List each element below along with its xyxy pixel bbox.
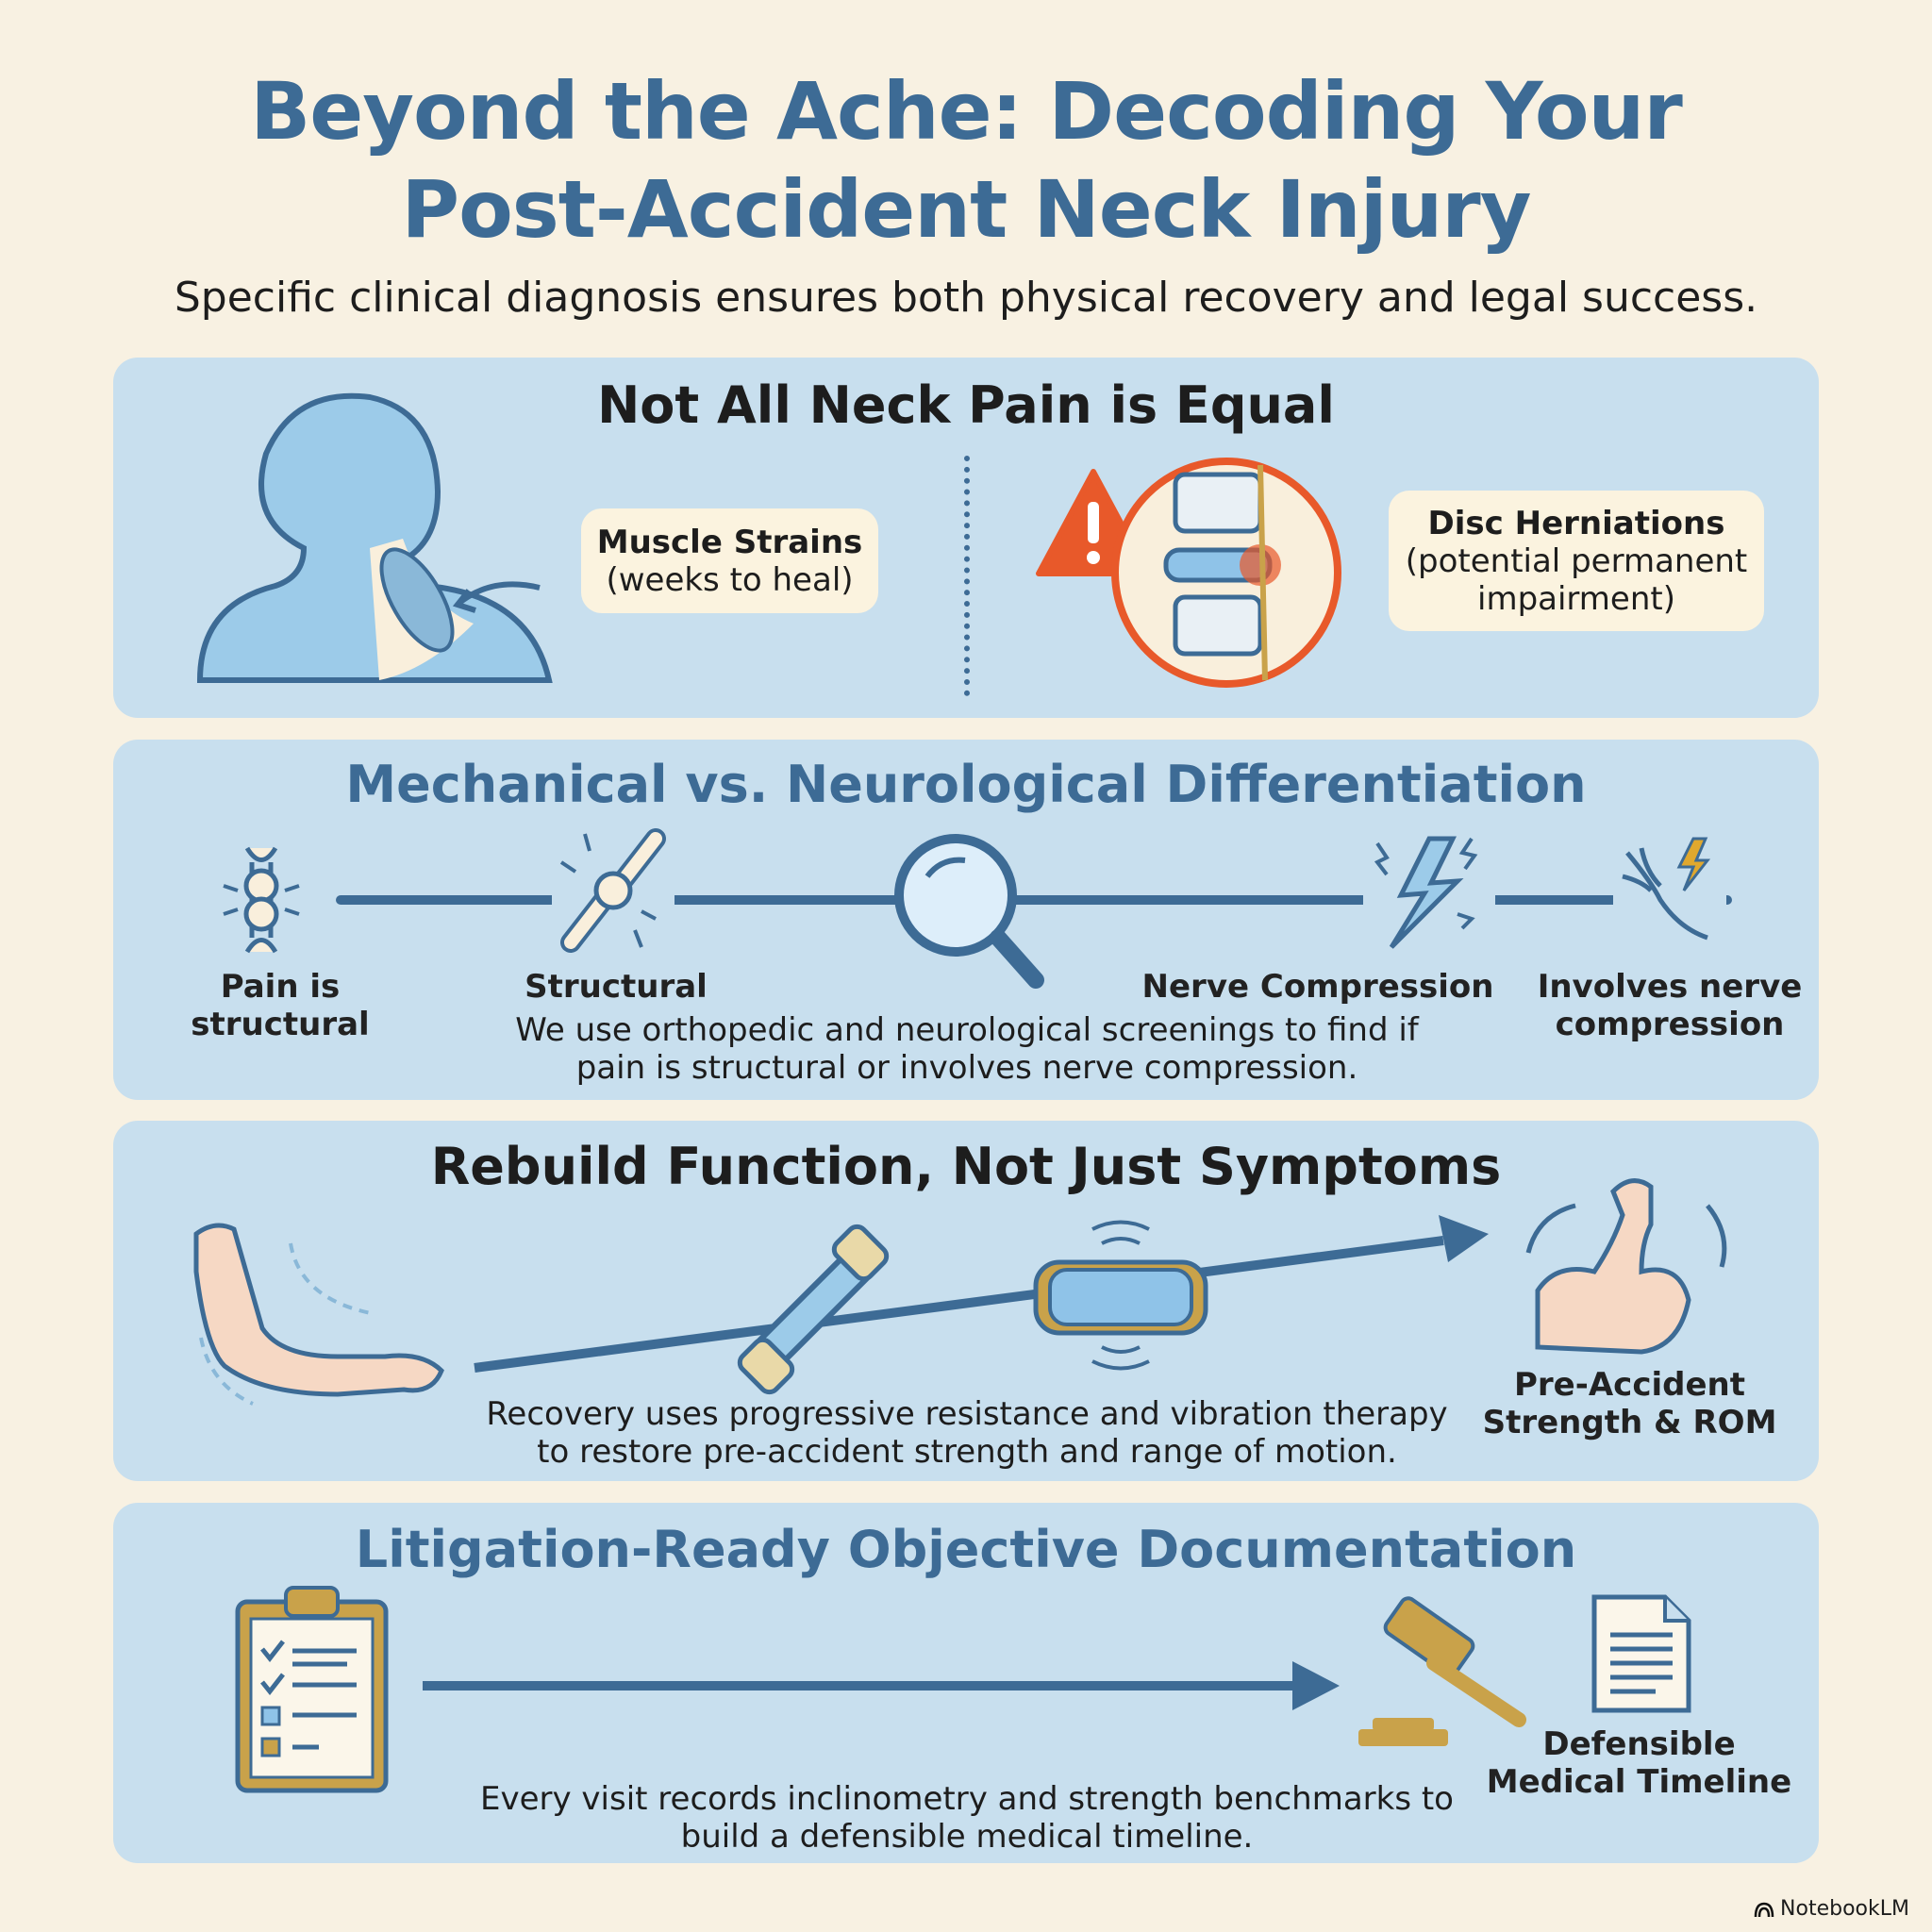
- panel-heading: Mechanical vs. Neurological Differentiat…: [345, 755, 1587, 814]
- progress-arrow: [474, 1215, 1489, 1373]
- bubble-title: Disc Herniations: [1427, 504, 1725, 542]
- magnifying-glass-icon: [894, 834, 1044, 989]
- step-label: Involves nerve compression: [1537, 968, 1803, 1043]
- bubble-detail: (potential permanent impairment): [1405, 541, 1748, 618]
- panel-heading: Not All Neck Pain is Equal: [597, 375, 1335, 435]
- panel-documentation: Litigation-Ready Objective Documentation…: [113, 1503, 1819, 1863]
- panel-rebuild-function: Rebuild Function, Not Just Symptoms Pre-…: [113, 1121, 1819, 1481]
- clipboard-checklist-icon: [235, 1586, 389, 1793]
- notebooklm-logo-icon: [1754, 1902, 1774, 1917]
- vibration-plate-icon: [1033, 1220, 1208, 1371]
- title-line-1: Beyond the Ache: Decoding Your: [250, 65, 1683, 158]
- section-description: Every visit records inclinometry and str…: [480, 1780, 1454, 1856]
- timeline-line: [336, 895, 1732, 905]
- bubble-detail: (weeks to heal): [606, 560, 854, 599]
- arm-icon: [193, 1223, 444, 1406]
- step-label: Nerve Compression: [1141, 968, 1494, 1006]
- nerve-icon: [1613, 834, 1726, 947]
- divider: [964, 456, 970, 696]
- watermark: NotebookLM: [1754, 1897, 1909, 1921]
- joint-pain-icon: [552, 824, 675, 957]
- watermark-text: NotebookLM: [1780, 1897, 1909, 1921]
- step-label: Structural: [525, 968, 708, 1006]
- step-label: Pain is structural: [191, 968, 370, 1043]
- panel-neck-pain: Not All Neck Pain is Equal Muscle Strain…: [113, 358, 1819, 718]
- joint-icon: [219, 843, 304, 957]
- flexed-bicep-icon: [1525, 1178, 1727, 1355]
- muscle-strains-bubble: Muscle Strains (weeks to heal): [581, 508, 878, 613]
- lightning-icon: [1363, 829, 1495, 952]
- spine-disc-icon: [1111, 458, 1341, 688]
- disc-herniations-bubble: Disc Herniations (potential permanent im…: [1389, 491, 1764, 631]
- section-description: Recovery uses progressive resistance and…: [486, 1395, 1448, 1471]
- panel-heading: Rebuild Function, Not Just Symptoms: [430, 1137, 1502, 1196]
- hand-grip-icon: [737, 1224, 890, 1395]
- timeline-arrow: [423, 1661, 1340, 1710]
- document-icon: [1591, 1594, 1691, 1713]
- panel-differentiation: Mechanical vs. Neurological Differentiat…: [113, 740, 1819, 1100]
- goal-label: Pre-Accident Strength & ROM: [1482, 1366, 1777, 1441]
- subtitle: Specific clinical diagnosis ensures both…: [174, 274, 1758, 322]
- panel-heading: Litigation-Ready Objective Documentation: [355, 1520, 1577, 1579]
- goal-label: Defensible Medical Timeline: [1486, 1725, 1792, 1801]
- gavel-icon: [1358, 1596, 1526, 1746]
- section-description: We use orthopedic and neurological scree…: [515, 1011, 1419, 1087]
- title-line-2: Post-Accident Neck Injury: [401, 163, 1532, 256]
- head-silhouette-icon: [196, 392, 553, 683]
- bubble-title: Muscle Strains: [596, 523, 863, 561]
